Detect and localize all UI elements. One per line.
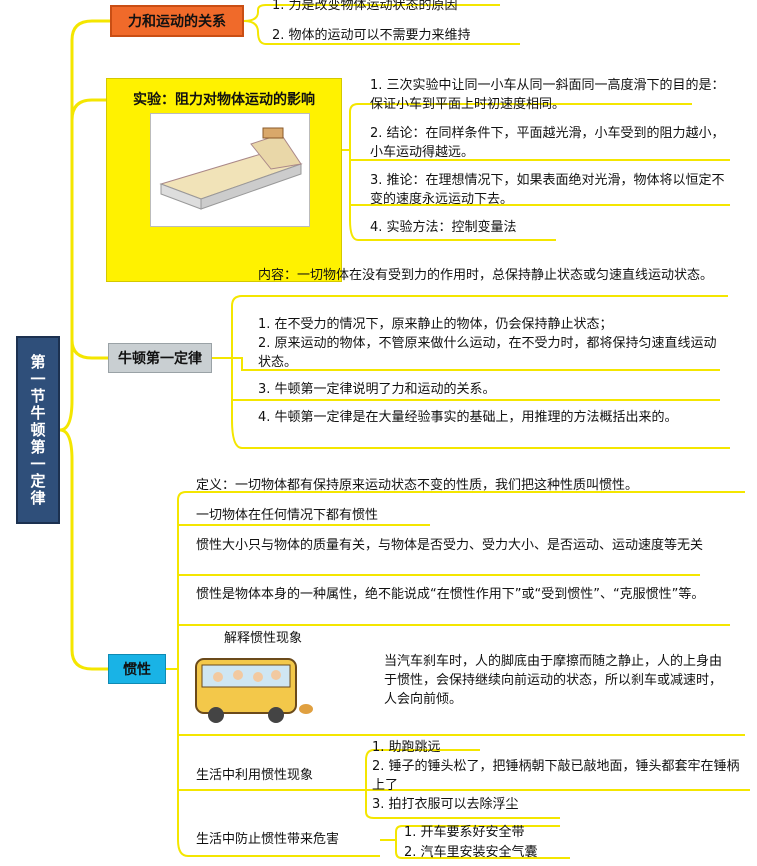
- newton-law-item-4: 4. 牛顿第一定律是在大量经验事实的基础上，用推理的方法概括出来的。: [258, 410, 678, 425]
- use-inertia-item-3: 3. 拍打衣服可以去除浮尘: [372, 797, 519, 812]
- experiment-item-3: 3. 推论：在理想情况下，如果表面绝对光滑，物体将以恒定不变的速度永远运动下去。: [370, 173, 725, 207]
- topic-experiment-label: 实验：阻力对物体运动的影响: [133, 92, 315, 108]
- inertia-point-2: 惯性大小只与物体的质量有关，与物体是否受力、受力大小、是否运动、运动速度等无关: [196, 538, 704, 553]
- newton-law-content: 内容：一切物体在没有受到力的作用时，总保持静止状态或匀速直线运动状态。: [258, 268, 714, 283]
- topic-inertia-label: 惯性: [123, 662, 151, 678]
- topic-force-motion[interactable]: 力和运动的关系: [110, 5, 244, 37]
- inertia-definition: 定义：一切物体都有保持原来运动状态不变的性质，我们把这种性质叫惯性。: [196, 478, 639, 493]
- root-topic[interactable]: 第一节牛顿第一定律: [16, 336, 60, 524]
- inertia-point-3: 惯性是物体本身的一种属性，绝不能说成“在惯性作用下”或“受到惯性”、“克服惯性”…: [196, 587, 705, 602]
- inertia-point-1: 一切物体在任何情况下都有惯性: [196, 508, 379, 523]
- root-title: 第一节牛顿第一定律: [28, 353, 47, 507]
- topic-inertia[interactable]: 惯性: [108, 654, 166, 684]
- newton-law-item-3: 3. 牛顿第一定律说明了力和运动的关系。: [258, 382, 496, 397]
- experiment-item-1: 1. 三次实验中让同一小车从同一斜面同一高度滑下的目的是：保证小车到平面上时初速…: [370, 78, 725, 112]
- newton-law-item-1: 1. 在不受力的情况下，原来静止的物体，仍会保持静止状态；: [258, 317, 613, 332]
- use-inertia-title: 生活中利用惯性现象: [196, 768, 314, 783]
- experiment-item-4: 4. 实验方法：控制变量法: [370, 220, 517, 235]
- prevent-harm-item-1: 1. 开车要系好安全带: [404, 825, 525, 840]
- newton-law-item-2: 2. 原来运动的物体，不管原来做什么运动，在不受力时，都将保持匀速直线运动状态。: [258, 336, 717, 370]
- force-motion-item-1: 1. 力是改变物体运动状态的原因: [272, 0, 458, 13]
- use-inertia-item-2: 2. 锤子的锤头松了，把锤柄朝下敲已敲地面，锤头都套牢在锤柄上了: [372, 759, 740, 793]
- topic-force-motion-label: 力和运动的关系: [128, 14, 226, 30]
- experiment-item-2: 2. 结论：在同样条件下，平面越光滑，小车受到的阻力越小，小车运动得越远。: [370, 126, 725, 160]
- topic-newton-first-law-label: 牛顿第一定律: [118, 351, 202, 367]
- prevent-harm-item-2: 2. 汽车里安装安全气囊: [404, 845, 538, 860]
- use-inertia-item-1: 1. 助跑跳远: [372, 740, 441, 755]
- explain-text: 当汽车刹车时，人的脚底由于摩擦而随之静止，人的上身由于惯性，会保持继续向前运动的…: [384, 654, 723, 707]
- explain-title: 解释惯性现象: [224, 631, 303, 646]
- topic-newton-first-law[interactable]: 牛顿第一定律: [108, 343, 212, 373]
- ramp-experiment-image: [150, 113, 310, 227]
- force-motion-item-2: 2. 物体的运动可以不需要力来维持: [272, 28, 471, 43]
- prevent-harm-title: 生活中防止惯性带来危害: [196, 832, 340, 847]
- bus-braking-image: [194, 653, 314, 725]
